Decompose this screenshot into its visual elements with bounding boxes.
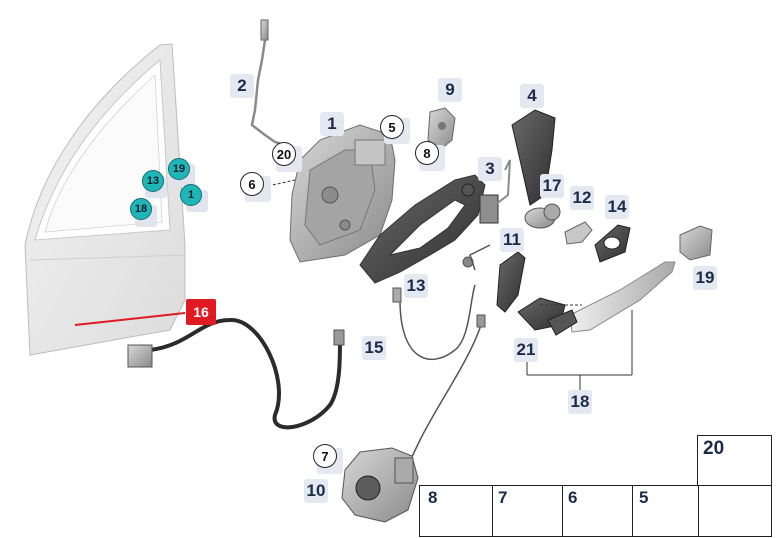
part-12-gasket [564, 221, 593, 245]
circled-callout-20: 20 [272, 142, 296, 166]
part-3-rod [494, 159, 511, 206]
part-1-lock-carrier [289, 124, 396, 263]
callout-13: 13 [404, 274, 428, 298]
callout-18: 18 [568, 390, 592, 414]
circled-callout-6: 6 [240, 172, 264, 196]
circled-callout-7: 7 [313, 444, 337, 468]
part-18-handle [517, 261, 676, 336]
release-cable [407, 321, 483, 466]
legend-label-6: 6 [568, 488, 578, 507]
part-10-latch [341, 447, 419, 523]
part-15-cable [392, 244, 491, 361]
callout-3: 3 [478, 157, 502, 181]
door-marker-19: 19 [168, 158, 190, 180]
callout-2: 2 [230, 74, 254, 98]
legend-label-5: 5 [639, 488, 649, 507]
door-marker-18: 18 [130, 198, 152, 220]
legend-label-8: 8 [428, 488, 438, 507]
part-13-handle-carrier [359, 174, 499, 284]
part-9-bracket [427, 107, 456, 151]
legend-label-7: 7 [498, 488, 508, 507]
callout-21: 21 [514, 338, 538, 362]
part-14-gasket [594, 224, 631, 263]
legend-cell-8 [419, 485, 494, 537]
circled-callout-8: 8 [415, 141, 439, 165]
callout-10: 10 [304, 479, 328, 503]
legend-cell-6 [562, 485, 634, 537]
legend-cell-5 [632, 485, 700, 537]
door-shell [24, 43, 186, 356]
callout-4: 4 [520, 84, 544, 108]
legend-cell-arrow [698, 485, 772, 537]
callout-1: 1 [320, 112, 344, 136]
part-11-bracket [496, 251, 526, 313]
callout-11: 11 [500, 228, 524, 252]
callout-19: 19 [693, 266, 717, 290]
circled-callout-5: 5 [380, 115, 404, 139]
part-17-lock-cylinder [524, 203, 561, 229]
legend-label-20: 20 [703, 438, 725, 459]
part-16-cable [127, 317, 345, 430]
callout-9: 9 [438, 78, 462, 102]
legend-cell-20 [697, 435, 772, 487]
legend-cell-7 [492, 485, 564, 537]
callout-15: 15 [362, 336, 386, 360]
callout-17: 17 [540, 174, 564, 198]
door-marker-1: 1 [180, 184, 202, 206]
door-marker-13: 13 [142, 170, 164, 192]
callout-14: 14 [605, 195, 629, 219]
highlight-leader-line [74, 312, 186, 326]
part-2-rod [250, 19, 286, 147]
callout-12: 12 [570, 186, 594, 210]
part-19-cap [679, 225, 713, 261]
highlight-part-16-tag: 16 [186, 299, 216, 325]
